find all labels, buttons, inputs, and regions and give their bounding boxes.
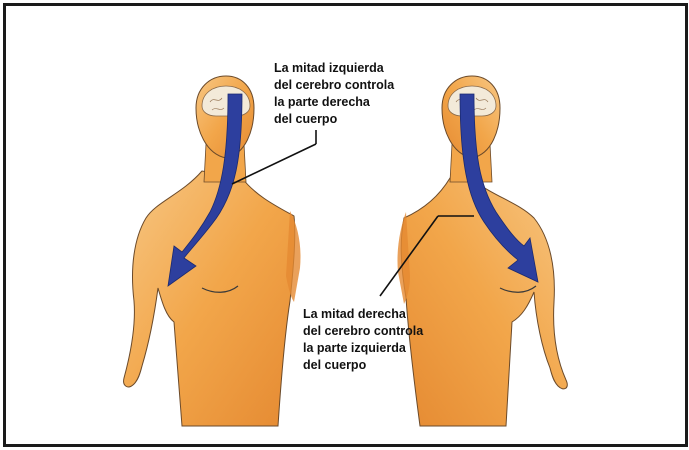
left-figure-body	[124, 171, 295, 426]
right-caption-line: del cerebro controla	[303, 323, 423, 340]
right-caption-line: La mitad derecha	[303, 306, 423, 323]
left-caption-line: la parte derecha	[274, 94, 394, 111]
left-caption-line: La mitad izquierda	[274, 60, 394, 77]
right-caption: La mitad derecha del cerebro controla la…	[303, 306, 423, 374]
right-caption-line: del cuerpo	[303, 357, 423, 374]
left-figure	[124, 76, 316, 426]
left-caption-line: del cerebro controla	[274, 77, 394, 94]
figure-frame: La mitad izquierda del cerebro controla …	[3, 3, 688, 447]
left-caption-line: del cuerpo	[274, 111, 394, 128]
left-caption: La mitad izquierda del cerebro controla …	[274, 60, 394, 128]
right-caption-line: la parte izquierda	[303, 340, 423, 357]
